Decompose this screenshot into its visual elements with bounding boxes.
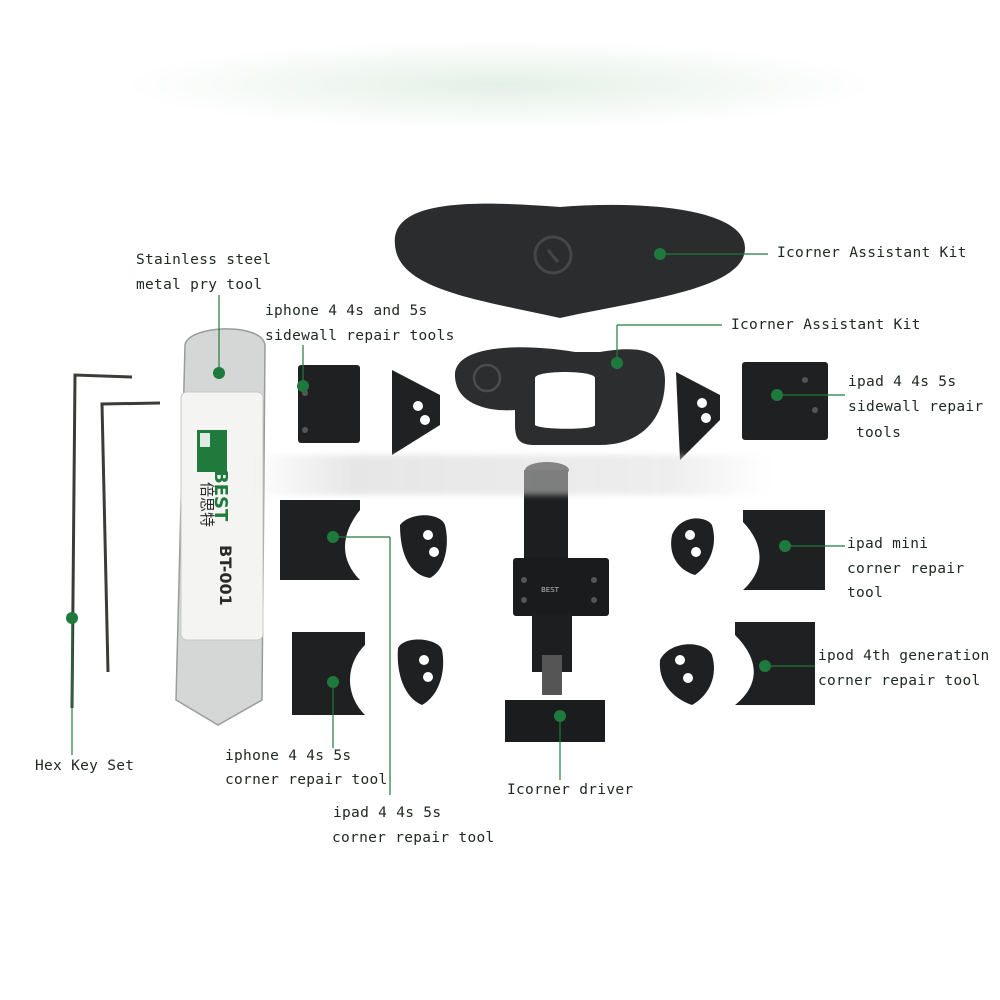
label-iphone-corner-line1: iphone 4 4s 5s [225, 748, 352, 764]
driver-badge: BEST [541, 586, 560, 594]
pry-tool-model: BT-001 [216, 545, 235, 606]
label-iphone-corner-line2: corner repair tool [225, 772, 388, 788]
iphone-corner-block-1 [280, 500, 360, 580]
ipod-block-1 [659, 644, 714, 705]
label-ipad-corner-line1: ipad 4 4s 5s [333, 805, 442, 821]
ipad-mini-block-1 [671, 518, 715, 575]
label-ipad-sidewall-line2: sidewall repair [848, 399, 984, 415]
label-pry-tool-line1: Stainless steel [136, 252, 272, 268]
icorner-driver [505, 462, 609, 742]
label-hex-key-set: Hex Key Set [35, 758, 135, 774]
ipad-sidewall-block-1 [676, 372, 720, 460]
ipad-corner-block-1 [292, 632, 365, 715]
pry-tool [175, 328, 266, 726]
iphone-sidewall-block-2 [392, 370, 440, 455]
ipod-block-2 [735, 622, 815, 705]
label-iphone-sidewall-line2: sidewall repair tools [265, 328, 455, 344]
label-ipad-corner-line2: corner repair tool [332, 830, 495, 846]
leader-lines [71, 253, 845, 795]
label-assistant-kit-top: Icorner Assistant Kit [777, 245, 967, 261]
assistant-pad-large [394, 203, 745, 318]
pry-tool-chinese: 倍思特 [198, 482, 216, 527]
label-iphone-sidewall-line1: iphone 4 4s and 5s [265, 303, 428, 319]
label-icorner-driver: Icorner driver [507, 782, 634, 798]
leader-dots [66, 248, 791, 722]
pry-tool-brand: BEST [210, 470, 231, 522]
background-haze [120, 40, 880, 130]
label-ipad-sidewall-line3: tools [856, 425, 902, 441]
assistant-pad-u [455, 347, 665, 445]
label-ipad-sidewall-line1: ipad 4 4s 5s [848, 374, 957, 390]
label-ipad-mini-line3: tool [847, 585, 884, 601]
iphone-sidewall-block-1 [298, 365, 360, 443]
label-ipad-mini-line1: ipad mini [847, 536, 929, 552]
label-assistant-kit-mid: Icorner Assistant Kit [731, 317, 921, 333]
label-ipod-line1: ipod 4th generation [818, 648, 990, 664]
iphone-corner-block-2 [400, 515, 447, 578]
hex-key-set [70, 373, 161, 709]
watermark-band [250, 455, 770, 495]
label-ipod-line2: corner repair tool [818, 673, 981, 689]
ipad-corner-block-2 [397, 639, 444, 705]
label-ipad-mini-line2: corner repair [847, 561, 965, 577]
ipad-sidewall-block-2 [742, 362, 828, 440]
label-pry-tool-line2: metal pry tool [136, 277, 263, 293]
